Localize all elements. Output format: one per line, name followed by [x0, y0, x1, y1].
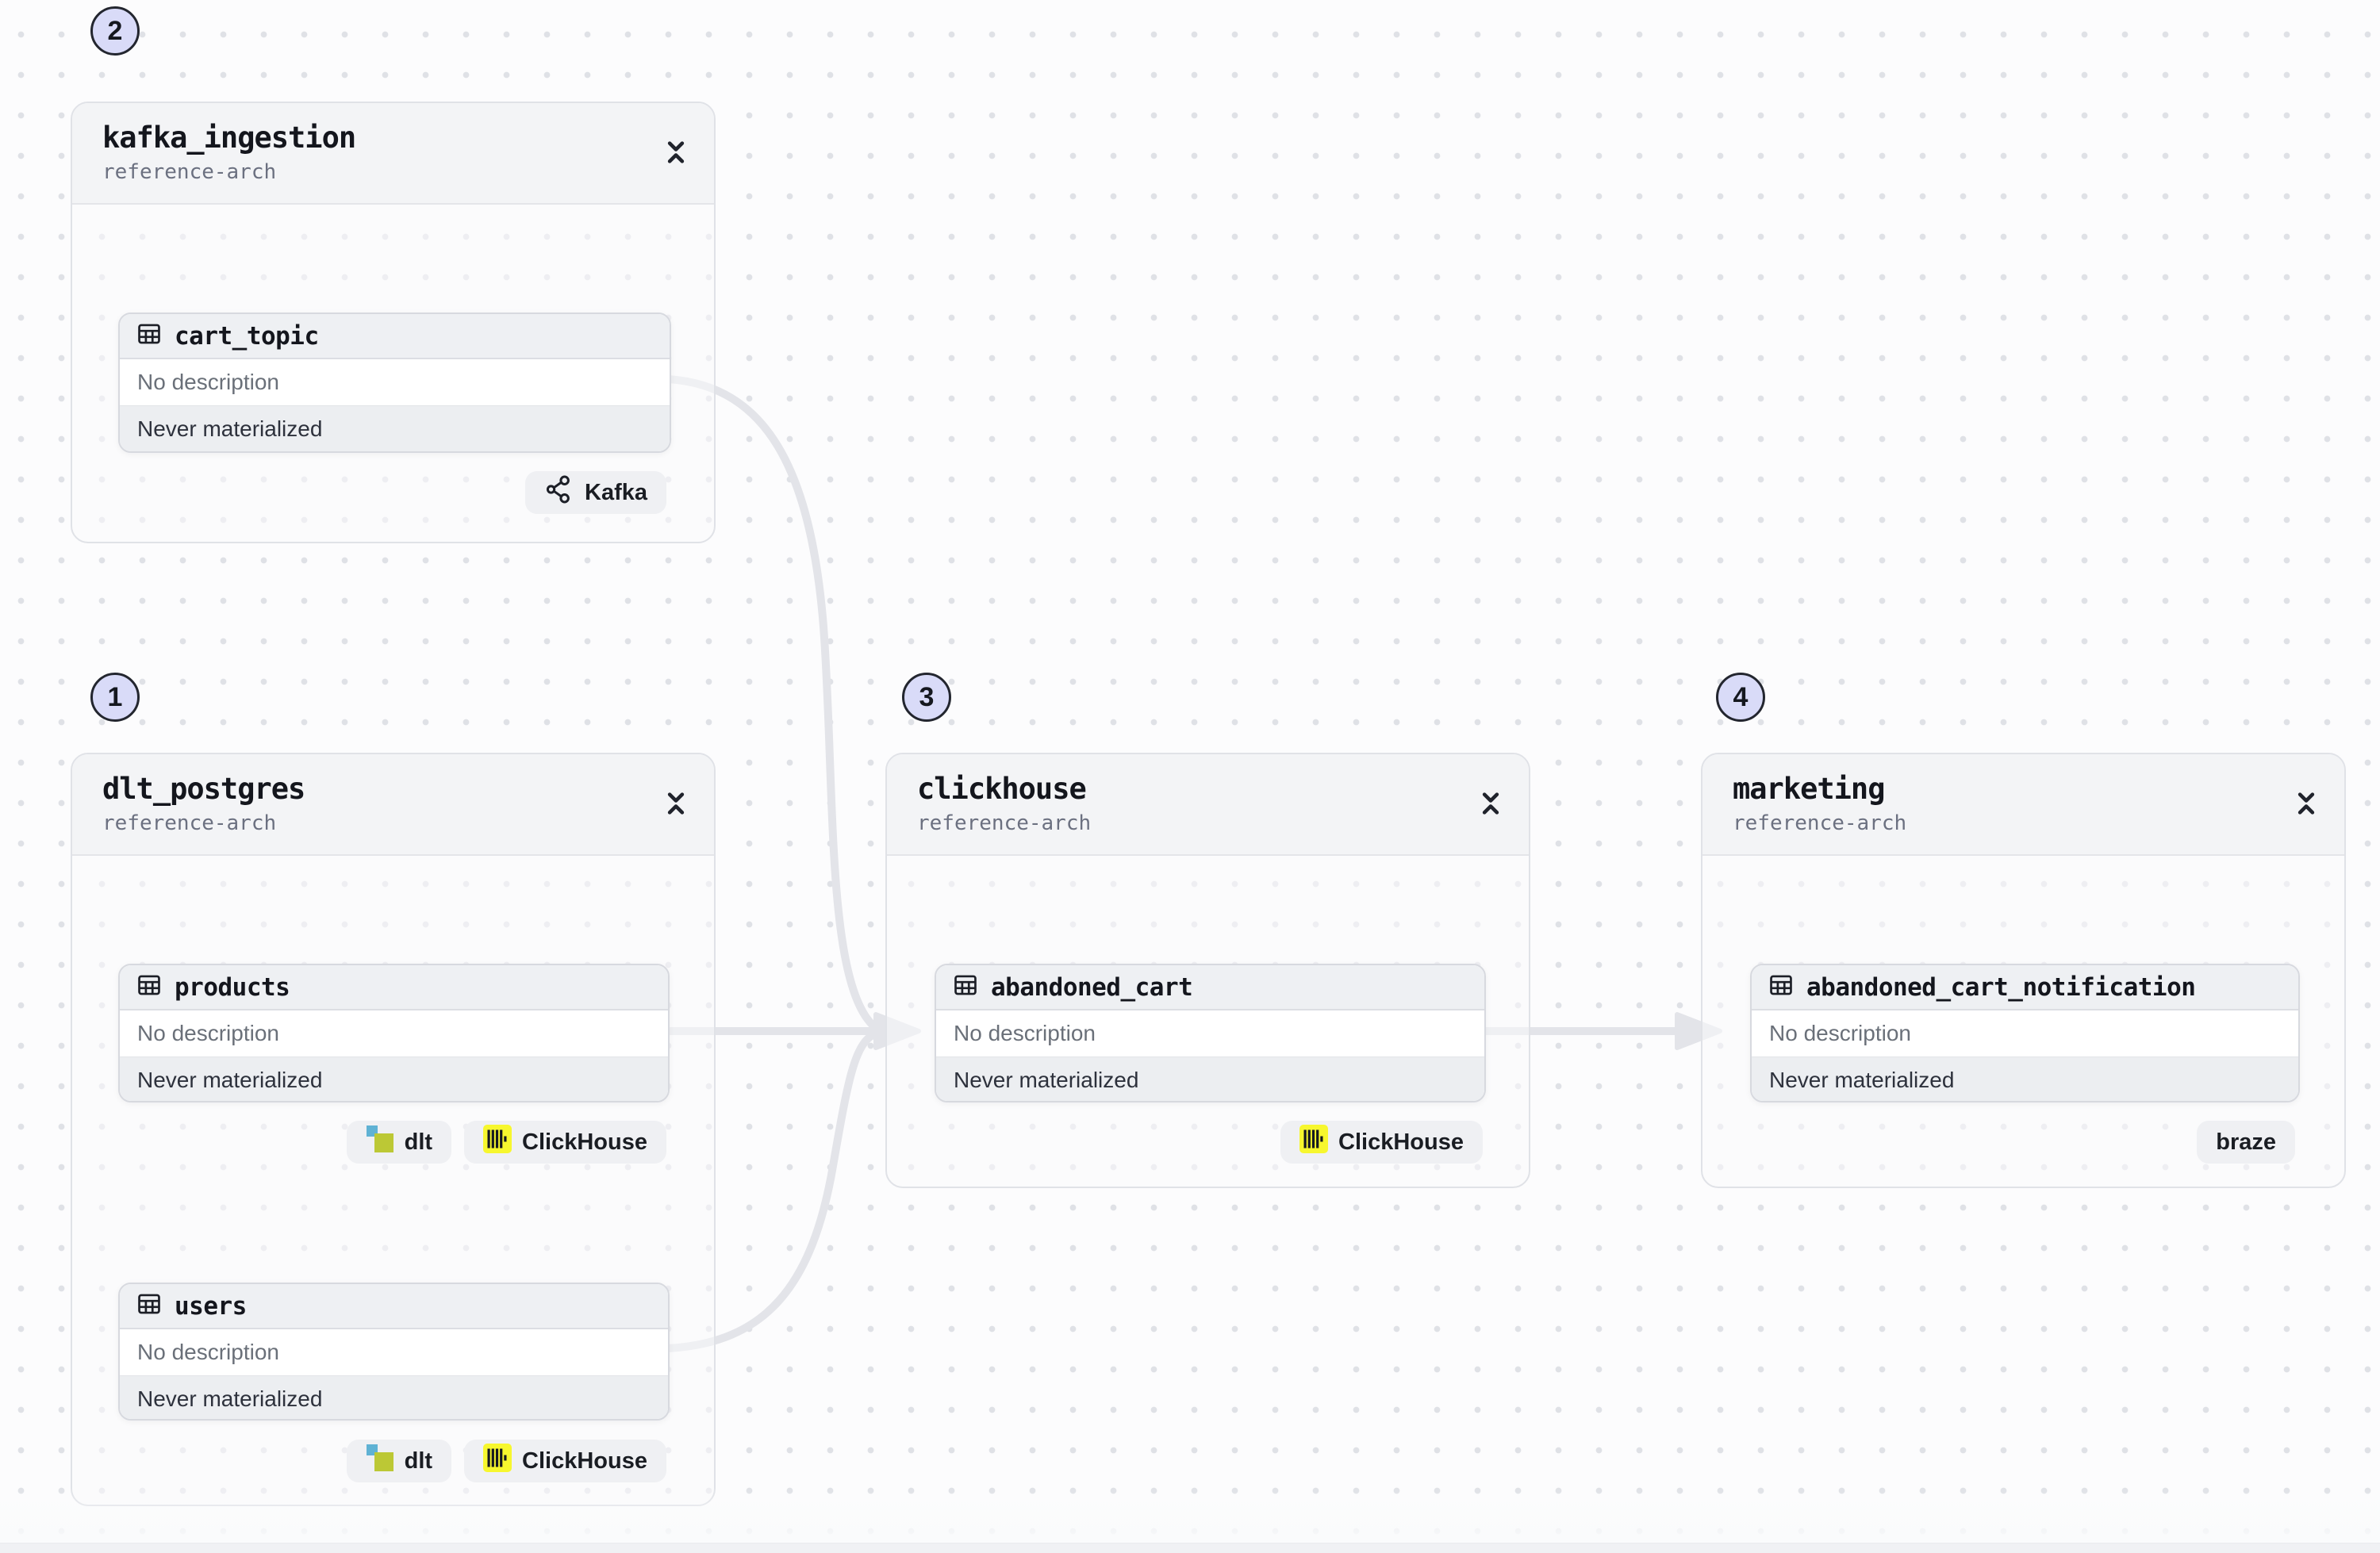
table-icon	[1768, 972, 1795, 1003]
asset-description: No description	[120, 359, 670, 405]
group-header[interactable]: dlt_postgres reference-arch	[72, 754, 714, 856]
group-dlt-postgres[interactable]: dlt_postgres reference-arch	[71, 753, 716, 1506]
tag-label: ClickHouse	[1338, 1129, 1464, 1155]
group-title: marketing	[1733, 772, 1885, 806]
tag-kafka[interactable]: Kafka	[525, 471, 666, 514]
asset-name: products	[175, 972, 290, 1002]
step-number: 1	[107, 681, 123, 712]
tag-dlt[interactable]: dlt	[346, 1440, 452, 1482]
clickhouse-icon	[483, 1444, 512, 1478]
table-icon	[136, 320, 163, 351]
bottom-bar	[0, 1543, 2380, 1553]
asset-description: No description	[120, 1329, 668, 1375]
group-header[interactable]: clickhouse reference-arch	[887, 754, 1529, 856]
tag-braze[interactable]: braze	[2197, 1121, 2295, 1164]
table-icon	[136, 1290, 163, 1321]
step-badge-4: 4	[1716, 673, 1765, 722]
collapse-button[interactable]	[658, 788, 693, 823]
arrowhead-into-notification	[1675, 1012, 1722, 1050]
group-title: kafka_ingestion	[102, 121, 356, 155]
tag-label: ClickHouse	[522, 1448, 647, 1474]
edge-cart-topic-to-abandoned-cart	[664, 375, 880, 1032]
asset-name: abandoned_cart	[991, 972, 1193, 1002]
collapse-icon	[1474, 787, 1507, 824]
clickhouse-icon	[483, 1125, 512, 1160]
step-number: 3	[919, 681, 935, 712]
tag-clickhouse[interactable]: ClickHouse	[464, 1121, 666, 1164]
dlt-icon	[366, 1444, 394, 1478]
asset-description: No description	[936, 1010, 1484, 1056]
kafka-icon	[544, 474, 574, 511]
tag-clickhouse[interactable]: ClickHouse	[464, 1440, 666, 1482]
asset-node-users[interactable]: users No description Never materialized	[118, 1283, 670, 1421]
tag-label: braze	[2216, 1129, 2276, 1155]
asset-status: Never materialized	[120, 1375, 668, 1419]
step-number: 2	[107, 15, 123, 46]
asset-name: abandoned_cart_notification	[1806, 972, 2196, 1002]
asset-name: users	[175, 1291, 247, 1321]
asset-header: abandoned_cart	[936, 965, 1484, 1010]
asset-header: products	[120, 965, 668, 1010]
dlt-icon	[366, 1125, 394, 1160]
tag-row: dlt ClickHouse	[346, 1440, 666, 1482]
asset-status: Never materialized	[120, 1056, 668, 1101]
asset-node-cart-topic[interactable]: cart_topic No description Never material…	[118, 313, 671, 453]
group-subtitle: reference-arch	[102, 160, 277, 184]
group-title: clickhouse	[917, 772, 1087, 806]
tag-label: ClickHouse	[522, 1129, 647, 1155]
step-badge-1: 1	[90, 673, 140, 722]
table-icon	[136, 972, 163, 1003]
asset-node-abandoned-cart-notification[interactable]: abandoned_cart_notification No descripti…	[1750, 964, 2300, 1102]
table-icon	[952, 972, 979, 1003]
group-subtitle: reference-arch	[102, 811, 277, 835]
clickhouse-icon	[1299, 1125, 1329, 1160]
asset-status: Never materialized	[1752, 1056, 2298, 1101]
asset-status: Never materialized	[120, 405, 670, 451]
group-header[interactable]: kafka_ingestion reference-arch	[72, 103, 714, 205]
tag-row: dlt ClickHouse	[346, 1121, 666, 1164]
group-subtitle: reference-arch	[1733, 811, 1907, 835]
asset-status: Never materialized	[936, 1056, 1484, 1101]
group-subtitle: reference-arch	[917, 811, 1092, 835]
group-title: dlt_postgres	[102, 772, 305, 806]
asset-node-abandoned-cart[interactable]: abandoned_cart No description Never mate…	[935, 964, 1486, 1102]
tag-clickhouse[interactable]: ClickHouse	[1280, 1121, 1483, 1164]
edge-users-to-abandoned-cart	[664, 1029, 881, 1352]
collapse-button[interactable]	[1473, 788, 1508, 823]
tag-label: dlt	[404, 1129, 433, 1155]
group-header[interactable]: marketing reference-arch	[1702, 754, 2344, 856]
group-marketing[interactable]: marketing reference-arch ab	[1701, 753, 2346, 1188]
collapse-button[interactable]	[658, 136, 693, 171]
step-badge-3: 3	[902, 673, 951, 722]
tag-row: Kafka	[525, 471, 666, 514]
asset-header: users	[120, 1284, 668, 1329]
asset-header: cart_topic	[120, 314, 670, 359]
asset-header: abandoned_cart_notification	[1752, 965, 2298, 1010]
asset-name: cart_topic	[175, 321, 319, 351]
group-kafka-ingestion[interactable]: kafka_ingestion reference-arch	[71, 102, 716, 543]
collapse-icon	[2290, 787, 2323, 824]
tag-row: braze	[2197, 1121, 2295, 1164]
group-clickhouse[interactable]: clickhouse reference-arch a	[885, 753, 1530, 1188]
step-badge-2: 2	[90, 6, 140, 56]
collapse-icon	[659, 787, 693, 824]
asset-description: No description	[120, 1010, 668, 1056]
asset-description: No description	[1752, 1010, 2298, 1056]
step-number: 4	[1733, 681, 1749, 712]
collapse-button[interactable]	[2289, 788, 2324, 823]
asset-node-products[interactable]: products No description Never materializ…	[118, 964, 670, 1102]
tag-dlt[interactable]: dlt	[346, 1121, 452, 1164]
tag-label: Kafka	[585, 479, 647, 505]
tag-label: dlt	[404, 1448, 433, 1474]
tag-row: ClickHouse	[1280, 1121, 1483, 1164]
collapse-icon	[659, 136, 693, 173]
